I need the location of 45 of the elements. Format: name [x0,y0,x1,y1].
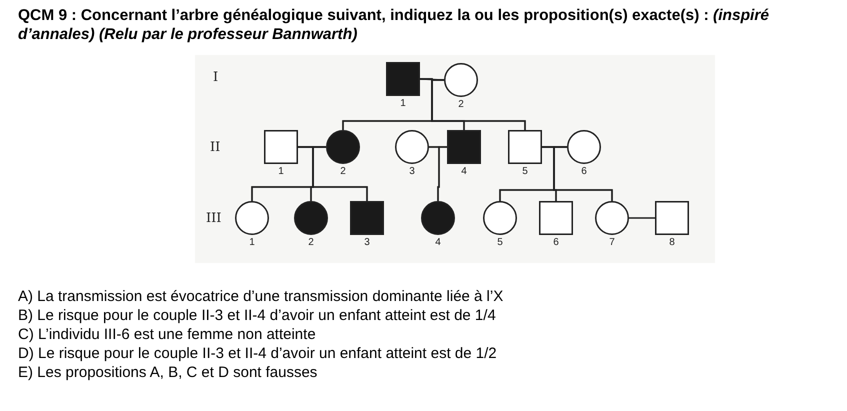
individual-number: 2 [307,237,315,248]
answer-option: E) Les propositions A, B, C et D sont fausses [18,364,318,381]
circle-symbol [421,201,455,235]
answer-option: C) L’individu III-6 est une femme non atteinte [18,326,316,343]
answer-option: A) La transmission est évocatrice d’une transmission dominante liée à l’X [18,288,504,305]
circle-symbol [567,130,601,164]
individual-number: 2 [457,99,465,110]
circle-symbol [395,130,429,164]
circle-symbol [444,63,478,97]
individual-number: 5 [496,237,504,248]
individual-number: 2 [339,166,347,177]
individual-number: 1 [277,166,285,177]
generation-label: III [206,211,222,226]
circle-symbol [595,201,629,235]
answer-option: D) Le risque pour le couple II-3 et II-4 d’avoir un enfant atteint est de 1/2 [18,345,497,362]
square-symbol [447,130,481,164]
individual-number: 1 [248,237,256,248]
square-symbol [386,62,420,96]
square-symbol [508,130,542,164]
pedigree-line [312,146,368,201]
generation-label: I [213,70,218,85]
individual-number: 6 [580,166,588,177]
question-title: QCM 9 : Concernant l’arbre généalogique suivant, indiquez la ou les proposition(s) exacte(s) : (inspiré d’annales) (Relu par le professeur Bannwarth) [18,6,770,44]
square-symbol [655,201,689,235]
square-symbol [539,201,573,235]
individual-number: 6 [552,237,560,248]
circle-symbol [483,201,517,235]
individual-number: 3 [408,166,416,177]
individual-number: 4 [434,237,442,248]
individual-number: 8 [668,237,676,248]
pedigree-line [437,146,447,201]
circle-symbol [294,201,328,235]
pedigree-line [553,146,613,201]
individual-number: 7 [608,237,616,248]
individual-number: 4 [460,166,468,177]
generation-label: II [210,140,220,155]
circle-symbol [235,201,269,235]
square-symbol [350,201,384,235]
individual-number: 3 [363,237,371,248]
pedigree-line [629,217,655,219]
circle-symbol [326,130,360,164]
answer-option: B) Le risque pour le couple II-3 et II-4 d’avoir un enfant atteint est de 1/4 [18,307,496,324]
individual-number: 1 [399,98,407,109]
individual-number: 5 [521,166,529,177]
square-symbol [264,130,298,164]
